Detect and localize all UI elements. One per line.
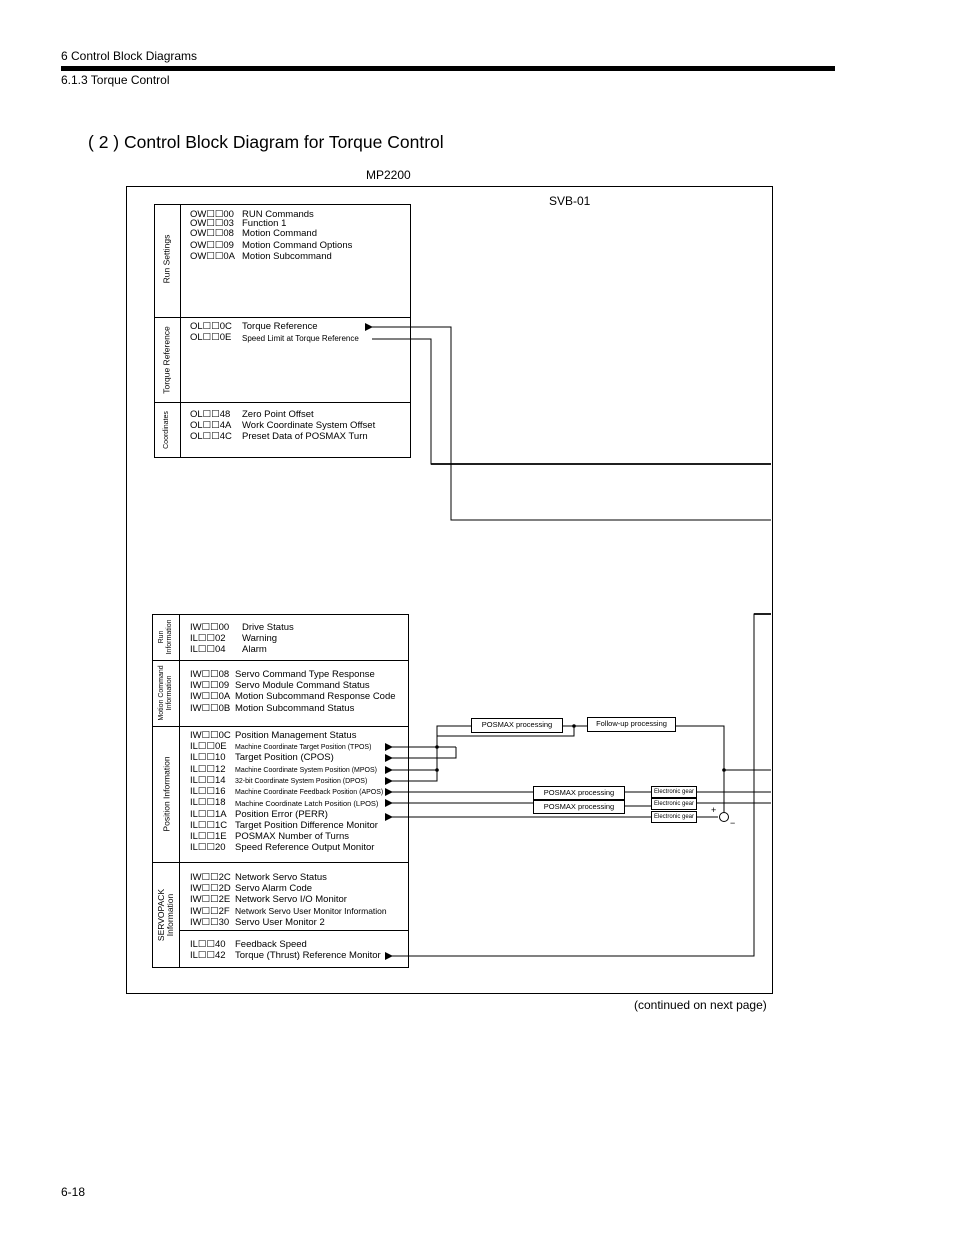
- output-divider-2: [154, 402, 411, 403]
- electronic-gear-block-2: Electronic gear: [651, 798, 697, 810]
- output-register-table: [154, 204, 411, 458]
- wire-torque-reference: [372, 326, 771, 521]
- electronic-gear-block-3: Electronic gear: [651, 811, 697, 823]
- summing-plus-sign: +: [711, 805, 717, 815]
- input-divider-3: [152, 862, 409, 863]
- posmax-processing-block-2: POSMAX processing: [533, 786, 625, 800]
- wire-cpos: [392, 747, 457, 759]
- output-divider-1: [154, 317, 411, 318]
- summing-junction: [719, 812, 729, 822]
- input-divider-4: [180, 930, 409, 931]
- wire-feedback-bus: [392, 613, 771, 957]
- svb-01-outer-frame: [126, 186, 773, 994]
- input-divider-2: [152, 726, 409, 727]
- input-register-table: [152, 614, 409, 968]
- section-header: 6.1.3 Torque Control: [61, 73, 170, 87]
- output-label-column: [154, 204, 181, 458]
- wire-dpos: [392, 770, 438, 782]
- continued-note: (continued on next page): [634, 998, 767, 1012]
- posmax-processing-block-3: POSMAX processing: [533, 800, 625, 814]
- page-number: 6-18: [61, 1185, 86, 1199]
- input-label-column: [152, 614, 180, 968]
- input-divider-1: [152, 660, 409, 661]
- posmax-processing-block-1: POSMAX processing: [471, 718, 563, 733]
- wire-speed-limit: [372, 338, 771, 465]
- follow-up-processing-block: Follow-up processing: [587, 717, 676, 732]
- summing-minus-sign: −: [730, 818, 736, 828]
- wire-tpos-to-posmax: [436, 725, 471, 736]
- mp2200-label: MP2200: [366, 168, 411, 182]
- chapter-header: 6 Control Block Diagrams: [61, 49, 198, 63]
- header-rule: [61, 66, 835, 71]
- page-title: ( 2 ) Control Block Diagram for Torque C…: [88, 132, 444, 152]
- electronic-gear-block-1: Electronic gear: [651, 786, 697, 798]
- svb-01-label: SVB-01: [549, 194, 591, 208]
- wire-follow-up-out: [676, 725, 725, 812]
